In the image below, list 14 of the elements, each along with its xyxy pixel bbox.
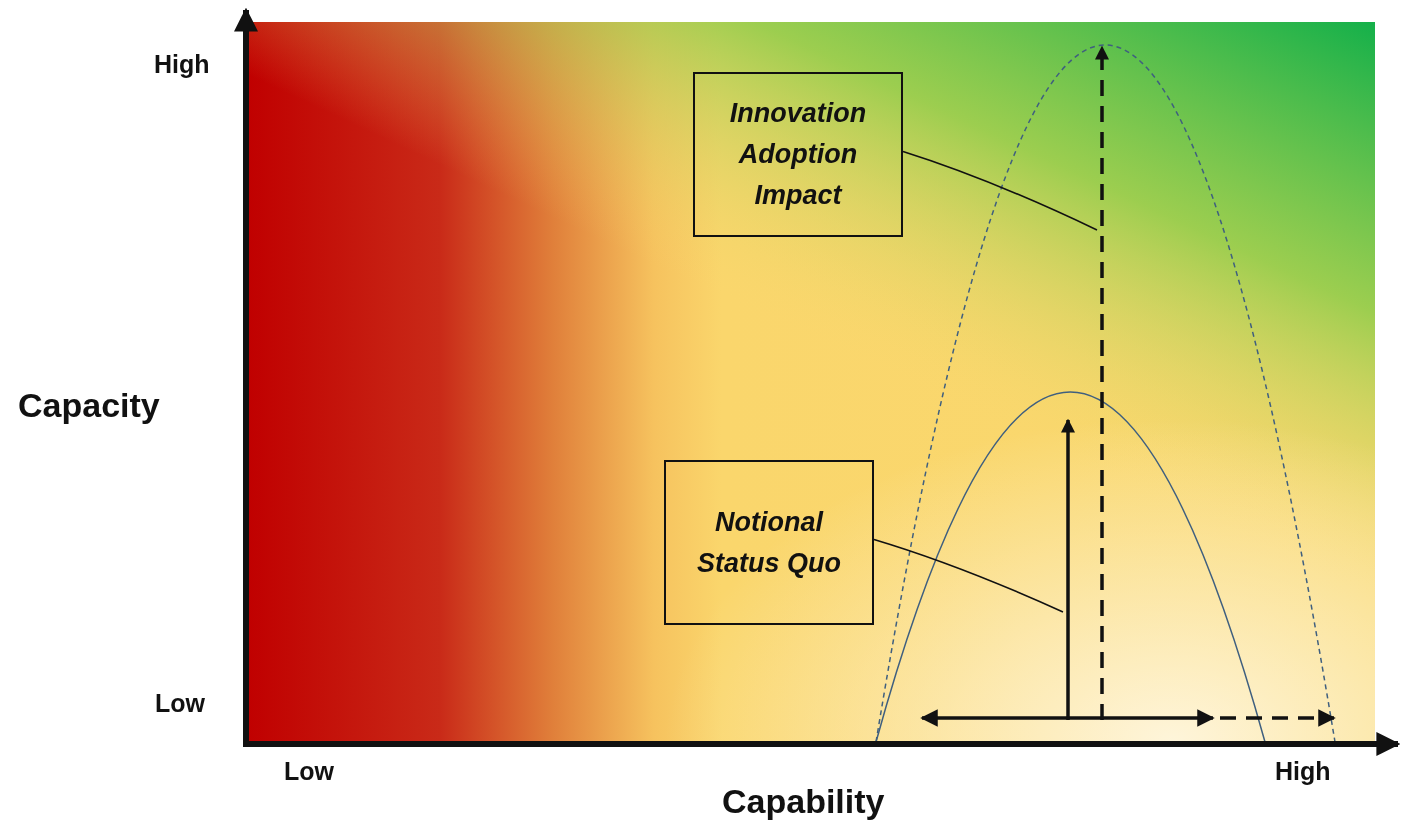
leader-line	[873, 538, 1064, 613]
axis-title: Capacity	[18, 386, 160, 425]
axis-tick-label: Low	[284, 757, 334, 786]
axis-title: Capability	[722, 782, 885, 821]
callout-text: Notional Status Quo	[696, 505, 842, 580]
axis-tick-label: High	[154, 50, 210, 79]
text-box	[693, 72, 903, 237]
text-box	[664, 460, 874, 625]
vertical-arrow	[1060, 418, 1076, 720]
axis-tick-label: Low	[155, 689, 205, 718]
dashed-vertical-arrow	[1094, 45, 1110, 720]
callout-text: Innovation Adoption Impact	[728, 97, 868, 212]
axis-tick-label: High	[1275, 757, 1331, 786]
leader-line	[902, 150, 1098, 231]
